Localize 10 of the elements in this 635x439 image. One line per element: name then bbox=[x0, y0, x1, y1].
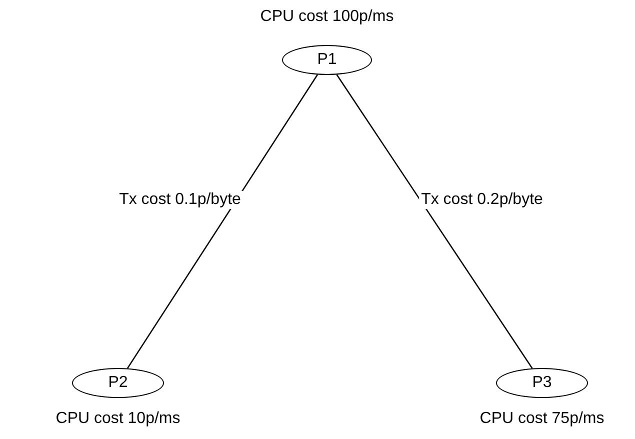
edge-label: Tx cost 0.1p/byte bbox=[117, 191, 243, 209]
node-caption: CPU cost 10p/ms bbox=[56, 410, 180, 428]
connector-line bbox=[336, 74, 533, 369]
node-label: P3 bbox=[532, 374, 552, 392]
node-caption: CPU cost 100p/ms bbox=[260, 8, 394, 26]
node-label: P1 bbox=[317, 51, 337, 69]
edge-label: Tx cost 0.2p/byte bbox=[419, 191, 545, 209]
node-label: P2 bbox=[108, 374, 128, 392]
connector-line bbox=[126, 74, 318, 369]
node-caption: CPU cost 75p/ms bbox=[480, 410, 604, 428]
